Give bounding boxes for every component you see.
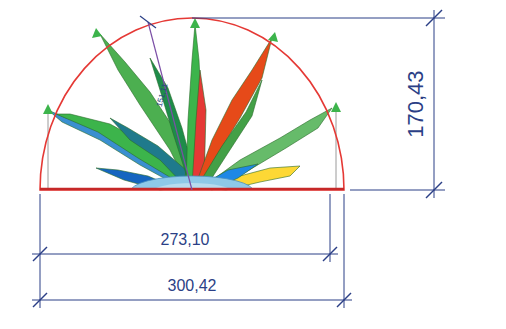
dimension-tick: [323, 247, 337, 261]
dimension-tick: [426, 10, 442, 26]
dimension-label: 273,10: [159, 231, 212, 249]
leaf: [100, 34, 192, 182]
extension-line: [330, 194, 331, 262]
tip-arrow: [268, 32, 278, 42]
vertical-dimension: [192, 10, 445, 198]
dimension-tick: [426, 182, 442, 198]
dimension-label: 170,43: [404, 68, 428, 139]
dimension-line: [32, 300, 352, 301]
dimension-line: [434, 10, 435, 198]
dimension-line: [32, 254, 338, 255]
dimension-label: 151,11: [155, 80, 171, 109]
guide-line: [336, 108, 337, 190]
horizontal-dimensions: [32, 194, 352, 308]
tip-arrow: [190, 18, 200, 28]
dimension-tick: [33, 293, 47, 307]
tip-arrow: [331, 102, 341, 112]
extension-line: [192, 18, 445, 19]
extension-line: [40, 194, 41, 308]
extension-line: [344, 194, 345, 308]
semicircle-outline: [40, 18, 344, 190]
leaf-group: [48, 24, 332, 190]
guide-line: [48, 108, 49, 190]
leaf: [186, 24, 206, 186]
tip-arrow: [92, 28, 102, 38]
tip-arrow: [43, 104, 53, 114]
dimension-tick: [33, 247, 47, 261]
radius-line: [148, 22, 192, 190]
dimension-tick: [140, 16, 156, 28]
extension-line: [350, 190, 445, 191]
dimension-tick: [337, 293, 351, 307]
dimension-label: 300,42: [166, 277, 219, 295]
